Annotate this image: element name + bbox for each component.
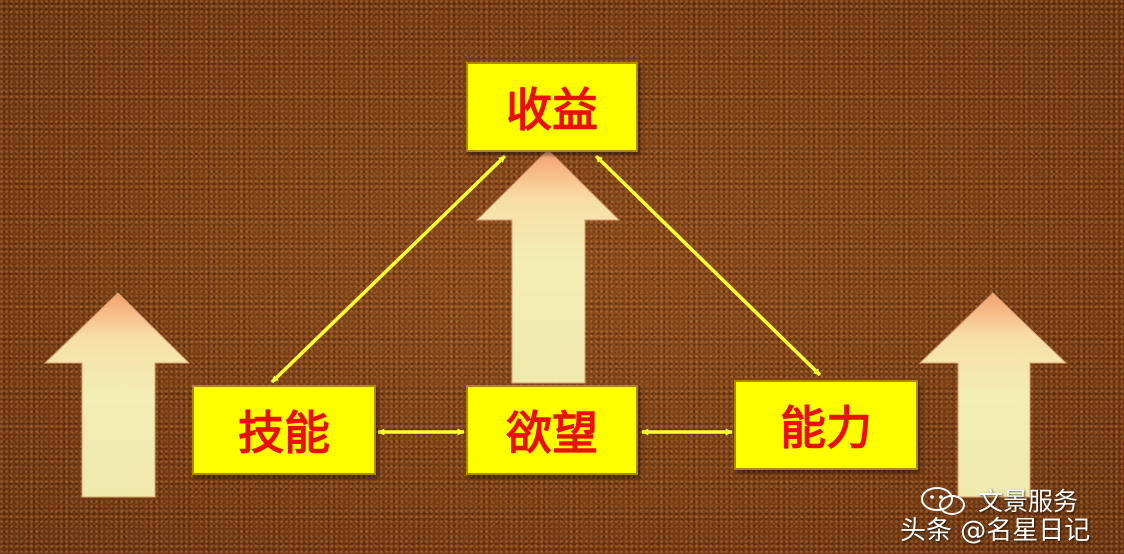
- big-up-arrow-right: [918, 292, 1068, 498]
- node-skill-label: 技能: [238, 406, 330, 460]
- node-ability-label: 能力: [780, 401, 872, 455]
- connector-income-ability: [594, 154, 822, 377]
- big-up-arrow-left: [43, 292, 191, 498]
- watermark-service: 文景服务: [978, 487, 1079, 516]
- wechat-icon: [921, 487, 965, 515]
- big-up-arrow-center: [475, 149, 621, 384]
- connector-income-skill: [270, 154, 507, 384]
- watermark-credit: 头条 @名星日记: [900, 516, 1091, 546]
- node-desire: 欲望: [466, 385, 638, 475]
- node-income: 收益: [466, 62, 638, 152]
- watermark: 文景服务 头条 @名星日记: [900, 480, 1124, 554]
- node-ability: 能力: [734, 380, 918, 470]
- node-skill: 技能: [192, 385, 376, 475]
- node-income-label: 收益: [506, 83, 598, 137]
- node-desire-label: 欲望: [506, 406, 598, 460]
